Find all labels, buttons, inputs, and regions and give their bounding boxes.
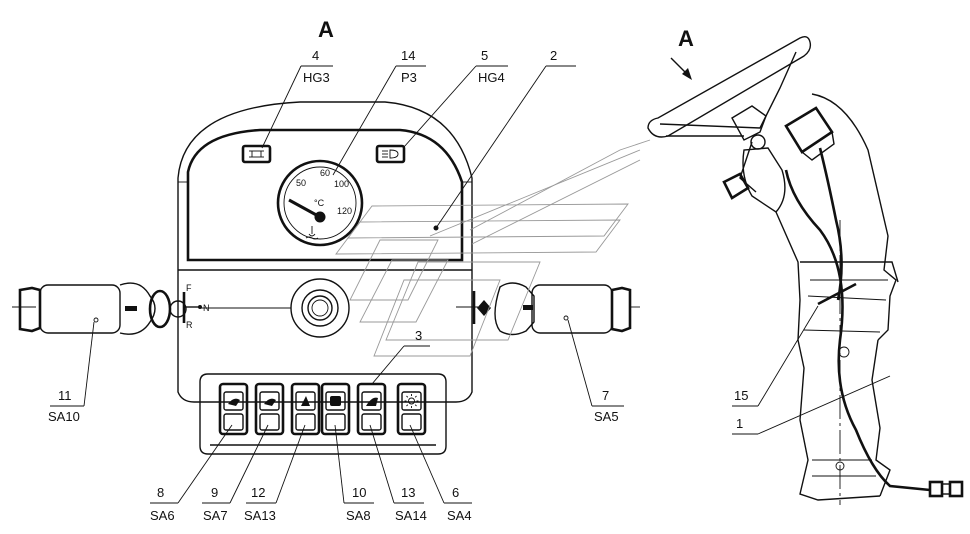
steering-column-side-view — [647, 35, 964, 505]
callout-11-number: 11 — [58, 388, 72, 403]
rocker-switch-panel — [199, 373, 447, 455]
rocker-switch-sa13[interactable] — [290, 382, 321, 436]
callout-12-code: SA13 — [244, 508, 276, 523]
hg4-indicator-lamp — [375, 144, 406, 164]
callout-6: 6 SA4 — [409, 424, 472, 523]
callout-2-number: 2 — [550, 48, 557, 63]
gauge-tick-60: 60 — [320, 168, 330, 178]
coolant-icon — [305, 226, 319, 240]
lever-position-f: F — [186, 283, 192, 293]
right-combination-switch — [456, 282, 640, 336]
callout-11: 11 SA10 — [48, 321, 95, 424]
callout-4: 4 HG3 — [261, 48, 333, 149]
rocker-switch-sa6[interactable] — [218, 382, 249, 436]
callout-9-code: SA7 — [203, 508, 228, 523]
callout-9: 9 SA7 — [202, 424, 269, 523]
callout-12-number: 12 — [251, 485, 265, 500]
gauge-tick-50: 50 — [296, 178, 306, 188]
callout-1: 1 — [732, 375, 891, 435]
rocker-switch-sa14[interactable] — [356, 382, 387, 436]
lever-position-n: N — [203, 303, 210, 313]
perspective-ghost — [335, 139, 651, 357]
callout-4-code: HG3 — [303, 70, 330, 85]
callout-13-code: SA14 — [395, 508, 427, 523]
callout-5-code: HG4 — [478, 70, 505, 85]
callout-3-number: 3 — [415, 328, 422, 343]
callout-15: 15 — [732, 305, 819, 407]
callout-5: 5 HG4 — [403, 48, 508, 148]
callout-7: 7 SA5 — [567, 319, 624, 424]
callout-10: 10 SA8 — [334, 424, 374, 523]
dashboard-panel — [177, 101, 473, 403]
callout-5-number: 5 — [481, 48, 488, 63]
callout-10-number: 10 — [352, 485, 366, 500]
hg3-indicator-lamp — [241, 144, 272, 164]
callout-6-code: SA4 — [447, 508, 472, 523]
callout-14-number: 14 — [401, 48, 415, 63]
callout-15-number: 15 — [734, 388, 748, 403]
beacon-icon — [301, 396, 310, 406]
lever-position-r: R — [186, 320, 193, 330]
callout-6-number: 6 — [452, 485, 459, 500]
left-combination-switch: F N R — [12, 282, 210, 335]
fog-light-icon — [366, 397, 378, 406]
gauge-tick-120: 120 — [337, 206, 352, 216]
gauge-tick-100: 100 — [334, 179, 349, 189]
sun-icon — [404, 394, 419, 408]
view-direction-arrow — [670, 57, 692, 80]
side-view-label: A — [678, 26, 694, 51]
wiper-icon — [330, 396, 341, 406]
callout-4-number: 4 — [312, 48, 319, 63]
callout-8: 8 SA6 — [150, 424, 233, 523]
gauge-unit: °C — [314, 198, 325, 208]
callout-7-number: 7 — [602, 388, 609, 403]
callout-13-number: 13 — [401, 485, 415, 500]
callout-8-number: 8 — [157, 485, 164, 500]
callout-11-code: SA10 — [48, 409, 80, 424]
callout-12: 12 SA13 — [244, 424, 306, 523]
rocker-switch-sa4[interactable] — [396, 382, 427, 436]
callout-9-number: 9 — [211, 485, 218, 500]
callout-14-code: P3 — [401, 70, 417, 85]
front-view-label: A — [318, 17, 334, 42]
callout-10-code: SA8 — [346, 508, 371, 523]
rocker-switch-sa8[interactable] — [320, 382, 351, 436]
temperature-gauge: 50 60 100 120 °C — [276, 159, 364, 247]
callout-8-code: SA6 — [150, 508, 175, 523]
callout-7-code: SA5 — [594, 409, 619, 424]
rear-light-icon — [264, 398, 276, 406]
horn-hub — [200, 278, 350, 338]
rocker-switch-sa7[interactable] — [254, 382, 285, 436]
callout-13: 13 SA14 — [369, 424, 427, 523]
callout-1-number: 1 — [736, 416, 743, 431]
callout-2: 2 — [433, 48, 576, 231]
work-light-icon — [228, 398, 240, 406]
callout-3: 3 — [371, 328, 430, 385]
callout-14: 14 P3 — [332, 48, 426, 176]
